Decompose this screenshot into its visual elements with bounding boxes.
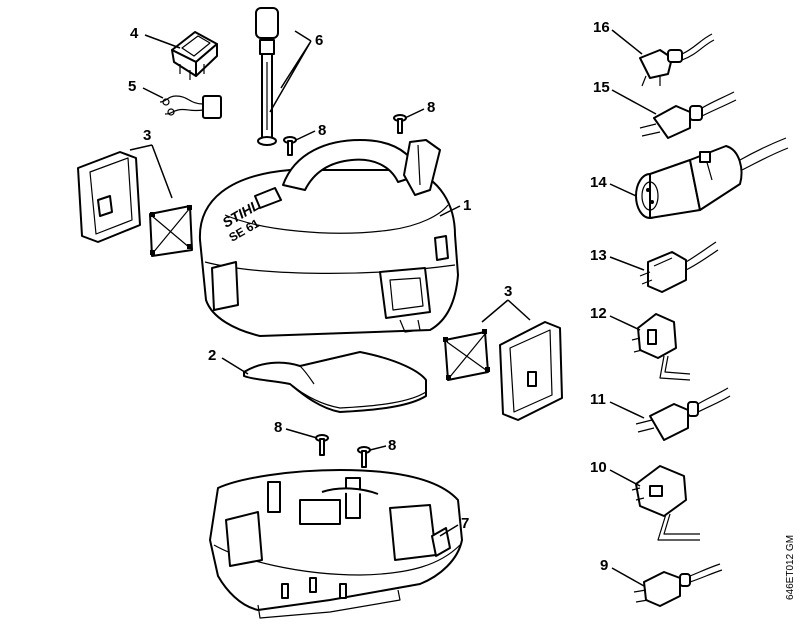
part-8-screw-a <box>283 136 297 156</box>
part-3-bracket-right <box>443 321 563 421</box>
part-8-screw-c <box>315 434 329 456</box>
part-1-housing: STIHL SE 61 <box>198 139 459 337</box>
part-7-base-chassis <box>209 469 463 619</box>
part-11-plug <box>635 387 731 441</box>
reference-code: 646ET012 GM <box>785 535 796 600</box>
callout-7: 7 <box>461 515 469 532</box>
callout-8c: 8 <box>274 419 282 436</box>
part-9-plug <box>633 563 723 607</box>
callout-13: 13 <box>590 247 607 264</box>
callout-5: 5 <box>128 78 136 95</box>
callout-8d: 8 <box>388 437 396 454</box>
callout-14: 14 <box>590 174 607 191</box>
part-2-base-plate <box>243 351 427 413</box>
part-10-plug <box>631 465 700 541</box>
part-3-bracket-left <box>77 151 193 257</box>
part-8-screw-b <box>393 114 407 134</box>
callout-6: 6 <box>315 32 323 49</box>
part-13-plug <box>639 241 719 293</box>
part-5-cable-connector <box>159 95 222 119</box>
part-16-plug <box>639 33 715 87</box>
callout-16: 16 <box>593 19 610 36</box>
part-12-plug <box>631 313 691 381</box>
part-4-rocker-switch <box>171 31 218 80</box>
callout-12: 12 <box>590 305 607 322</box>
callout-8a: 8 <box>318 122 326 139</box>
part-14-industrial-plug <box>635 137 789 219</box>
callout-4: 4 <box>130 25 139 42</box>
callout-3b: 3 <box>504 283 512 300</box>
callout-2: 2 <box>208 347 216 364</box>
callout-11: 11 <box>590 391 606 408</box>
part-6-nozzle-rod <box>255 7 279 146</box>
part-8-screw-d <box>357 446 371 468</box>
callout-8b: 8 <box>427 99 435 116</box>
callout-10: 10 <box>590 459 607 476</box>
callout-9: 9 <box>600 557 608 574</box>
callout-3a: 3 <box>143 127 151 144</box>
callout-15: 15 <box>593 79 610 96</box>
callout-1: 1 <box>463 197 471 214</box>
part-15-plug <box>639 91 737 139</box>
